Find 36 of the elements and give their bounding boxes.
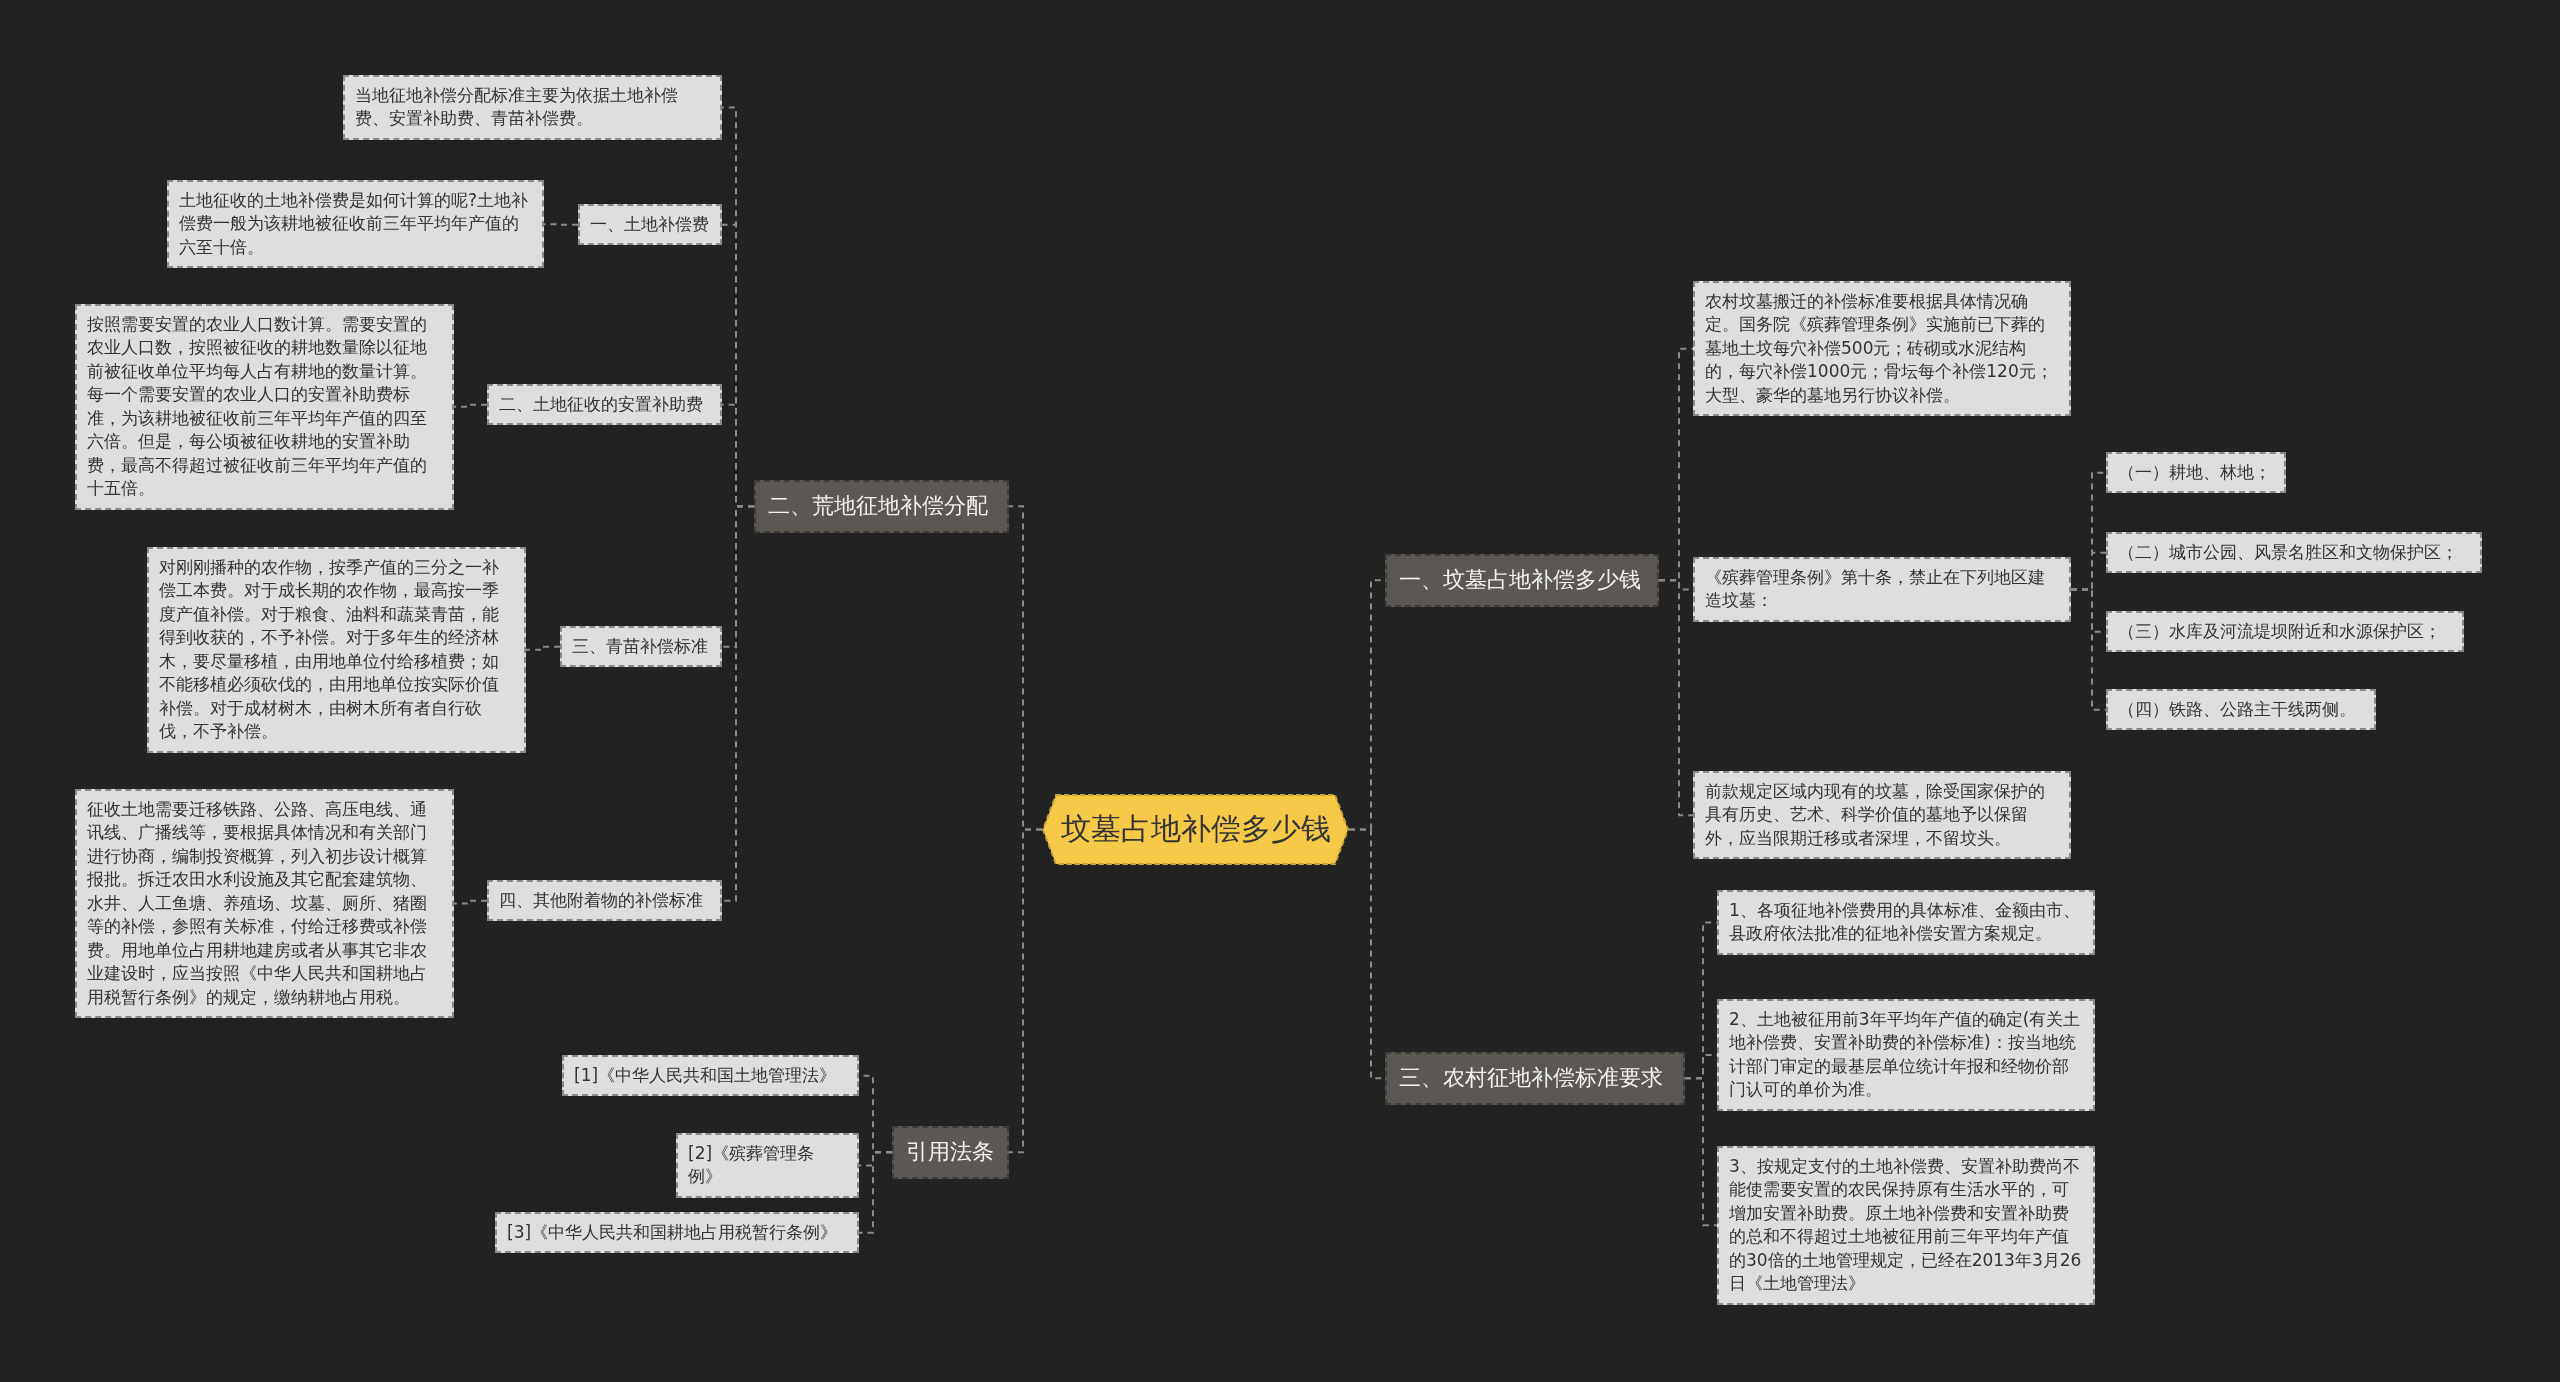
connector-line bbox=[1658, 579, 1694, 817]
connector-line bbox=[453, 899, 488, 905]
connector-line bbox=[1008, 828, 1043, 1154]
note-box: 征收土地需要迁移铁路、公路、高压电线、通讯线、广播线等，要根据具体情况和有关部门进行协商，编制投资概算，列入初步设计概算报批。拆迁农田水利设施及其它配套建筑物、水井、人工鱼塘、养殖场、坟墓、厕所、猪圈等的补偿，参照有关标准，付给迁移费或补偿费。用地单位占用耕地建房或者从事其它非农业建设时，应当按照《中华人民共和国耕地占用税暂行条例》的规定，缴纳耕地占用税。 bbox=[75, 789, 454, 1019]
connector-line bbox=[858, 1151, 893, 1234]
note-box: [2]《殡葬管理条例》 bbox=[676, 1133, 859, 1198]
note-box: 四、其他附着物的补偿标准 bbox=[487, 880, 722, 922]
note-box: 2、土地被征用前3年平均年产值的确定(有关土地补偿费、安置补助费的补偿标准)：按当地统计部门审定的最基层单位统计年报和经物价部门认可的单价为准。 bbox=[1717, 999, 2095, 1111]
note-box: 对刚刚播种的农作物，按季产值的三分之一补偿工本费。对于成长期的农作物，最高按一季度产值补偿。对于粮食、油料和蔬菜青苗，能得到收获的，不予补偿。对于多年生的经济林木，要尽量移植，由用地单位付给移植费；如不能移植必须砍伐的，由用地单位按实际价值补偿。对于成材树木，由树木所有者自行砍伐，不予补偿。 bbox=[147, 547, 526, 753]
note-box: 二、土地征收的安置补助费 bbox=[487, 384, 722, 426]
note-box: 《殡葬管理条例》第十条，禁止在下列地区建造坟墓： bbox=[1693, 557, 2071, 622]
note-box: 三、青苗补偿标准 bbox=[560, 626, 722, 668]
note-box: （四）铁路、公路主干线两侧。 bbox=[2106, 689, 2376, 731]
note-box: （一）耕地、林地； bbox=[2106, 452, 2286, 494]
branch-topic: 二、荒地征地补偿分配 bbox=[754, 480, 1009, 533]
branch-topic: 三、农村征地补偿标准要求 bbox=[1385, 1052, 1685, 1105]
connector-line bbox=[525, 645, 561, 651]
note-box: 农村坟墓搬迁的补偿标准要根据具体情况确定。国务院《殡葬管理条例》实施前已下葬的墓地土坟每穴补偿500元；砖砌或水泥结构的，每穴补偿1000元；骨坛每个补偿120元；大型、豪华的墓地另行协议补偿。 bbox=[1693, 281, 2071, 417]
note-box: （三）水库及河流堤坝附近和水源保护区； bbox=[2106, 611, 2464, 653]
note-box: 1、各项征地补偿费用的具体标准、金额由市、县政府依法批准的征地补偿安置方案规定。 bbox=[1717, 890, 2095, 955]
note-box: 前款规定区域内现有的坟墓，除受国家保护的具有历史、艺术、科学价值的墓地予以保留外，应当限期迁移或者深埋，不留坟头。 bbox=[1693, 771, 2071, 860]
note-box: （二）城市公园、风景名胜区和文物保护区； bbox=[2106, 532, 2482, 574]
note-box: 3、按规定支付的土地补偿费、安置补助费尚不能使需要安置的农民保持原有生活水平的，可增加安置补助费。原土地补偿费和安置补助费的总和不得超过土地被征用前三年平均年产值的30倍的土地管理规定，已经在2013年3月26日《土地管理法》 bbox=[1717, 1146, 2095, 1305]
connector-line bbox=[721, 505, 755, 902]
note-box: [3]《中华人民共和国耕地占用税暂行条例》 bbox=[495, 1212, 859, 1254]
note-box: 一、土地补偿费 bbox=[578, 204, 722, 246]
branch-topic: 引用法条 bbox=[892, 1126, 1009, 1179]
connector-line bbox=[453, 403, 488, 408]
connector-line bbox=[2070, 588, 2107, 711]
note-box: [1]《中华人民共和国土地管理法》 bbox=[562, 1055, 859, 1097]
central-topic-hexagon: 坟墓占地补偿多少钱 bbox=[1042, 794, 1349, 865]
note-box: 当地征地补偿分配标准主要为依据土地补偿费、安置补助费、青苗补偿费。 bbox=[343, 75, 722, 140]
note-box: 土地征收的土地补偿费是如何计算的呢?土地补偿费一般为该耕地被征收前三年平均年产值的六至十倍。 bbox=[167, 180, 544, 269]
note-box: 按照需要安置的农业人口数计算。需要安置的农业人口数，按照被征收的耕地数量除以征地前被征收单位平均每人占有耕地的数量计算。每一个需要安置的农业人口的安置补助费标准，为该耕地被征收前三年平均年产值的四至六倍。但是，每公顷被征收耕地的安置补助费，最高不得超过被征收前三年平均年产值的十五倍。 bbox=[75, 304, 454, 510]
connector-line bbox=[1684, 1077, 1718, 1227]
branch-topic: 一、坟墓占地补偿多少钱 bbox=[1385, 554, 1659, 607]
